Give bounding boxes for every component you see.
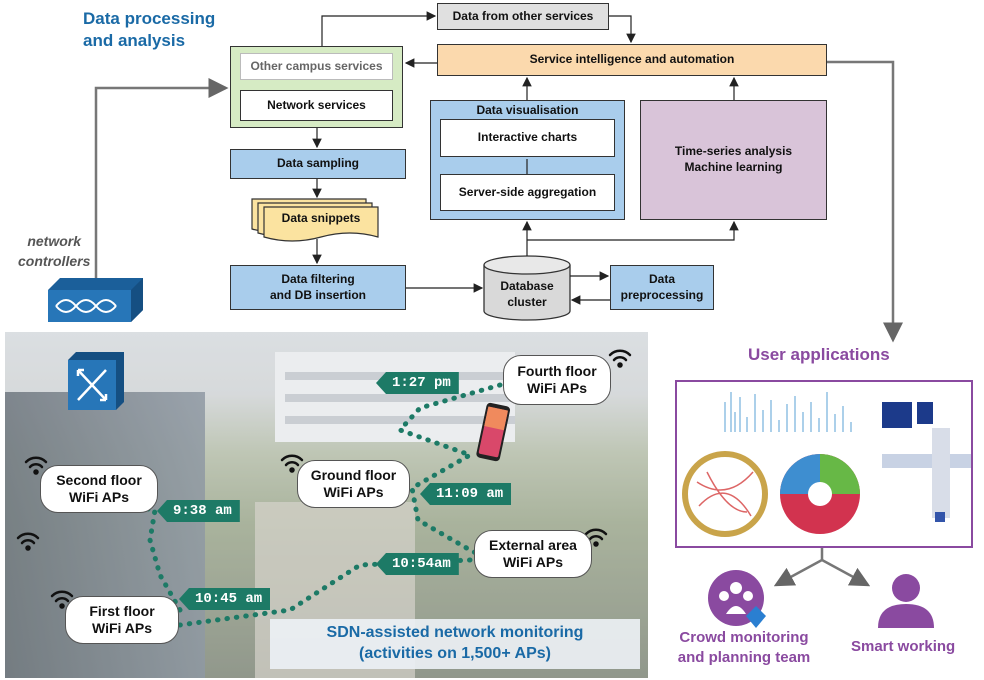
network-controllers-label: network controllers xyxy=(18,233,91,269)
network-services-box: Network services xyxy=(240,90,393,121)
database-cluster-label: Database cluster xyxy=(500,279,554,309)
time-series-box: Time-series analysis Machine learning xyxy=(640,100,827,220)
time-tag: 1:27 pm xyxy=(376,372,459,394)
second-floor-ap-bubble: Second floor WiFi APs xyxy=(40,465,158,513)
caption-line-2: (activities on 1,500+ APs) xyxy=(359,645,551,662)
app-screenshots xyxy=(682,392,972,537)
user-applications-heading: User applications xyxy=(748,345,890,364)
data-snippets-label: Data snippets xyxy=(281,211,361,226)
external-area-ap-bubble: External area WiFi APs xyxy=(474,530,592,578)
server-side-aggregation-box: Server-side aggregation xyxy=(440,174,615,211)
service-intelligence-box: Service intelligence and automation xyxy=(437,44,827,76)
data-preprocessing-box: Data preprocessing xyxy=(610,265,714,310)
user-icon xyxy=(878,574,934,628)
sdn-caption: SDN-assisted network monitoring (activit… xyxy=(270,619,640,669)
fourth-floor-ap-bubble: Fourth floor WiFi APs xyxy=(503,355,611,405)
caption-line-1: SDN-assisted network monitoring xyxy=(326,624,584,642)
data-visualisation-label: Data visualisation xyxy=(476,103,579,117)
time-tag: 10:54am xyxy=(376,553,459,575)
crowd-monitoring-label: Crowd monitoring and planning team xyxy=(677,629,811,667)
ground-floor-ap-bubble: Ground floor WiFi APs xyxy=(297,460,410,508)
data-sampling-box: Data sampling xyxy=(230,149,406,179)
switch-icon xyxy=(68,352,124,410)
user-group-icon xyxy=(708,570,766,628)
user-applications-panel xyxy=(675,380,973,548)
time-tag: 10:45 am xyxy=(179,588,271,610)
smartphone-icon xyxy=(476,402,511,462)
processing-heading: Data processing and analysis xyxy=(83,9,216,51)
time-tag: 11:09 am xyxy=(420,483,512,505)
time-tag: 9:38 am xyxy=(157,500,240,522)
first-floor-ap-bubble: First floor WiFi APs xyxy=(65,596,179,644)
other-campus-services-box: Other campus services xyxy=(240,53,393,80)
smart-working-label: Smart working xyxy=(851,638,956,655)
interactive-charts-box: Interactive charts xyxy=(440,119,615,157)
data-from-other-services-box: Data from other services xyxy=(437,3,609,30)
network-controller-icon xyxy=(48,278,143,322)
data-filtering-box: Data filtering and DB insertion xyxy=(230,265,406,310)
